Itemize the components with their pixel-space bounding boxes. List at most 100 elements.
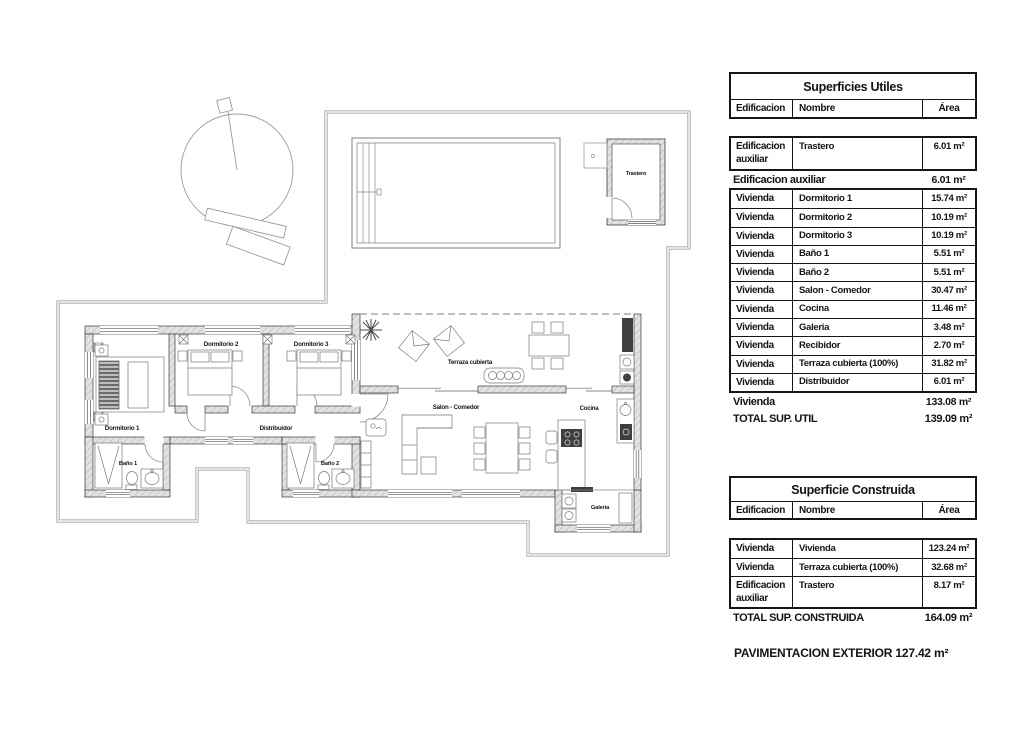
plant-symbol (360, 319, 382, 341)
cell-nombre: Trastero (792, 138, 922, 169)
cell-area: 5.51 m² (922, 264, 975, 282)
outdoor-table (528, 334, 570, 357)
table-superficies-utiles: Superficies Utiles Edificacion Nombre Ár… (729, 72, 977, 428)
armchair-2 (433, 325, 465, 357)
trastero-window (628, 220, 656, 225)
cell-area: 2.70 m² (922, 337, 975, 355)
dining-table (485, 422, 519, 474)
col-header-nombre: Nombre (792, 100, 922, 117)
table-column-headers: Edificacion Nombre Área (731, 100, 975, 117)
table-title: Superficie Construida (731, 478, 975, 502)
room-labels: Dormitorio 2 Dormitorio 3 Dormitorio 1 D… (105, 171, 647, 511)
cell-edificacion: Edificacion auxiliar (736, 141, 785, 165)
bathroom-fixtures (94, 442, 355, 490)
trastero-annex (583, 142, 608, 169)
total-sup-construida: TOTAL SUP. CONSTRUIDA 164.09 m² (733, 612, 973, 624)
recibidor-wardrobe (360, 440, 372, 489)
cell-nombre: Distribuidor (792, 373, 922, 392)
cell-nombre: Trastero (792, 577, 922, 607)
cell-nombre: Cocina (792, 300, 922, 319)
tree-symbol (180, 96, 294, 227)
col-header-edificacion: Edificacion (736, 103, 785, 114)
cell-edificacion: Vivienda (736, 285, 774, 297)
cell-nombre: Galeria (792, 319, 922, 337)
cell-area: 8.17 m² (922, 577, 975, 607)
kitchen-fixtures (545, 398, 635, 491)
subtotal-vivienda: Vivienda 133.08 m² (733, 395, 972, 408)
subtotal-edificacion-auxiliar: Edificacion auxiliar 6.01 m² (733, 173, 966, 186)
aux-row-box: Edificacion auxiliar Trastero 6.01 m² (729, 136, 977, 171)
shower-bano1 (94, 442, 123, 489)
cell-area: 6.01 m² (922, 138, 975, 169)
bed-dormitorio3 (286, 349, 352, 396)
cell-edificacion: Vivienda (736, 322, 774, 334)
col-header-edificacion: Edificacion (736, 505, 785, 516)
col-header-nombre: Nombre (792, 502, 922, 518)
cell-area: 10.19 m² (922, 227, 975, 245)
bedroom-furniture (94, 344, 352, 426)
cell-edificacion: Vivienda (736, 303, 774, 315)
cell-edificacion: Vivienda (736, 562, 774, 573)
room-label-terraza: Terraza cubierta (448, 359, 493, 366)
cell-nombre: Dormitorio 1 (792, 190, 922, 209)
room-label-cocina: Cocina (580, 406, 600, 412)
cell-area: 32.68 m² (922, 559, 975, 576)
cell-edificacion: Vivienda (736, 267, 774, 279)
trastero-door (611, 197, 633, 219)
cell-area: 11.46 m² (922, 300, 975, 319)
room-label-bano-1: Baño 1 (119, 461, 138, 467)
room-label-dormitorio-2: Dormitorio 2 (204, 341, 239, 348)
room-label-distribuidor: Distribuidor (260, 425, 293, 432)
armchair-1 (398, 330, 430, 362)
cell-edificacion: Vivienda (736, 376, 774, 388)
cell-nombre: Terraza cubierta (100%) (792, 355, 922, 373)
cell-nombre: Dormitorio 3 (792, 227, 922, 245)
table-row: Vivienda Terraza cubierta (100%)31.82 m² (731, 354, 975, 373)
col-header-area: Área (922, 100, 975, 117)
table-column-headers: Edificacion Nombre Área (731, 502, 975, 518)
shower-bano2 (286, 442, 315, 489)
cell-area: 15.74 m² (922, 190, 975, 209)
cell-nombre: Recibidor (792, 337, 922, 355)
cell-nombre: Dormitorio 2 (792, 209, 922, 227)
cell-edificacion: Vivienda (736, 248, 774, 260)
cell-nombre: Vivienda (792, 540, 922, 558)
pool (351, 137, 561, 249)
cell-area: 30.47 m² (922, 282, 975, 300)
cell-edificacion: Edificacion auxiliar (736, 580, 785, 604)
plot-boundary (56, 110, 691, 557)
cell-edificacion: Vivienda (736, 193, 774, 204)
cell-edificacion: Vivienda (736, 230, 774, 242)
cell-area: 3.48 m² (922, 319, 975, 337)
salon-furniture (360, 414, 531, 489)
cell-area: 31.82 m² (922, 355, 975, 373)
cell-edificacion: Vivienda (736, 358, 774, 370)
room-label-salon: Salon - Comedor (433, 404, 480, 411)
cell-nombre: Terraza cubierta (100%) (792, 559, 922, 576)
terraza-furniture (360, 318, 635, 385)
room-label-dormitorio-3: Dormitorio 3 (294, 341, 329, 348)
cell-edificacion: Vivienda (736, 340, 774, 352)
table-title: Superficies Utiles (731, 74, 975, 100)
col-header-area: Área (922, 502, 975, 518)
galeria-fixtures (561, 487, 634, 524)
total-sup-util: TOTAL SUP. UTIL 139.09 m² (733, 413, 973, 426)
cell-area: 10.19 m² (922, 209, 975, 227)
cell-area: 5.51 m² (922, 245, 975, 264)
bed-dormitorio2 (177, 349, 243, 396)
